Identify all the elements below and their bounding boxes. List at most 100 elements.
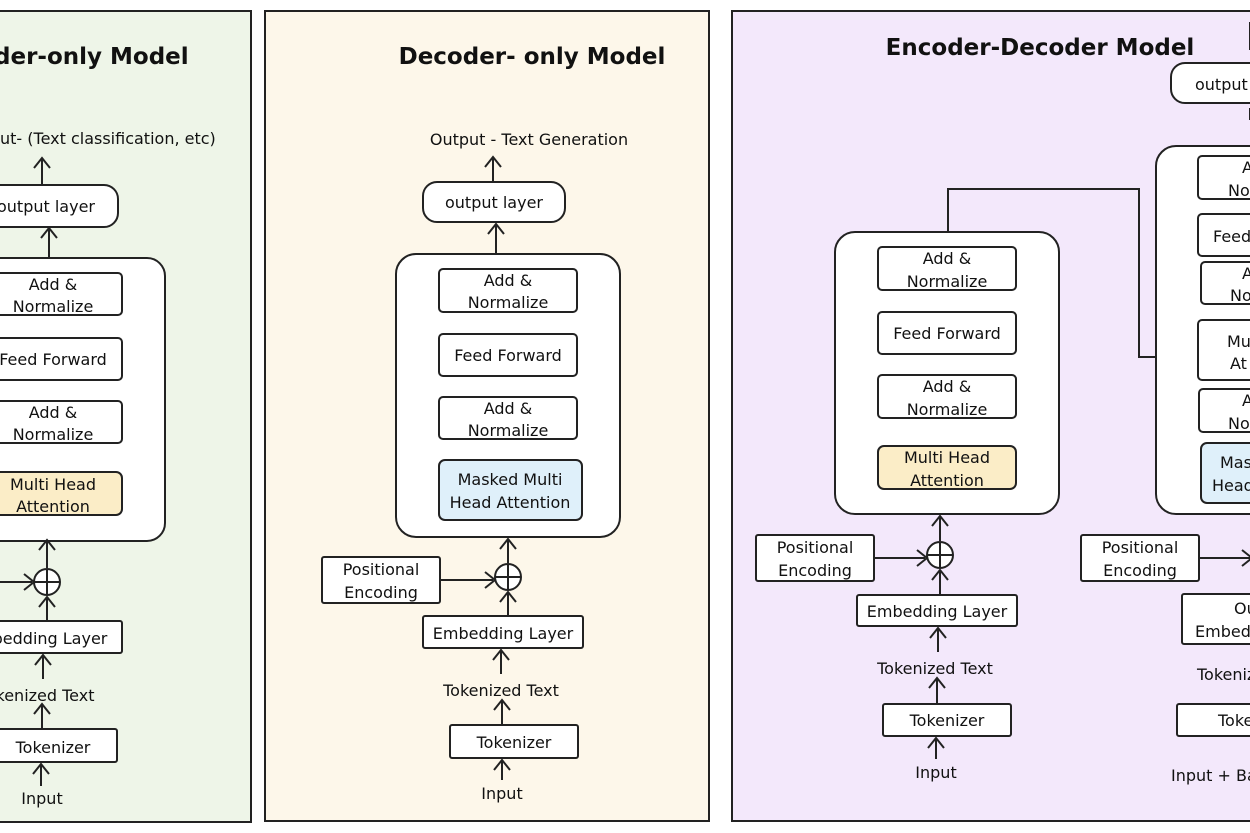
decoder-only-add-normalize-bottom bbox=[438, 396, 578, 440]
decoder-only-positional-encoding-line1: Positional bbox=[343, 560, 420, 579]
encoder-add-norm-top-line2: Normalize bbox=[907, 272, 988, 291]
decoder-add-normalize-3 bbox=[1198, 388, 1250, 433]
decoder-add-norm-1-line2: Nor bbox=[1228, 181, 1250, 200]
encoder-input: Input bbox=[915, 763, 956, 782]
decoder-only-output-layer-label: output layer bbox=[445, 193, 543, 212]
encoder-tokenized-text: Tokenized Text bbox=[876, 659, 993, 678]
decoder-output-embedding-line1: Ou bbox=[1234, 599, 1250, 618]
decoder-positional-encoding-line2: Encoding bbox=[1103, 561, 1177, 580]
decoder-only-panel: Decoder- only Model Output - Text Genera… bbox=[264, 10, 710, 822]
encoder-only-add-normalize-top bbox=[0, 272, 123, 316]
encoder-positional-encoding-line1: Positional bbox=[777, 538, 854, 557]
encoder-embedding-layer-label: Embedding Layer bbox=[867, 602, 1008, 621]
decoder-only-tokenizer bbox=[449, 724, 579, 759]
decoder-masked-attention-line2: Head bbox=[1212, 476, 1250, 495]
encoder-only-add-norm-top-line1: Add & bbox=[29, 275, 78, 294]
decoder-add-norm-1-line1: A bbox=[1242, 158, 1250, 177]
decoder-feed-forward-label: Feed bbox=[1213, 227, 1250, 246]
encoder-add-norm-bottom-line2: Normalize bbox=[907, 400, 988, 419]
encoder-positional-encoding-line2: Encoding bbox=[778, 561, 852, 580]
decoder-add-norm-2-line2: No bbox=[1230, 286, 1250, 305]
decoder-add-normalize-2 bbox=[1200, 261, 1250, 305]
encoder-decoder-output-box bbox=[1170, 62, 1250, 104]
encoder-decoder-output-label: output bbox=[1195, 75, 1248, 94]
encoder-only-add-norm-top-line2: Normalize bbox=[13, 297, 94, 316]
decoder-only-embedding-layer bbox=[422, 615, 584, 649]
encoder-only-title: der-only Model bbox=[0, 44, 189, 70]
decoder-feed-forward bbox=[1197, 213, 1250, 257]
encoder-only-input: Input bbox=[21, 789, 62, 808]
decoder-multi-head-attention bbox=[1197, 319, 1250, 381]
encoder-decoder-diagram: Encoder-Decoder Model output Add & Norma… bbox=[755, 22, 1250, 785]
decoder-masked-attention bbox=[1200, 442, 1250, 504]
decoder-add-normalize-1 bbox=[1197, 155, 1250, 200]
encoder-tokenizer-label: Tokenizer bbox=[909, 711, 985, 730]
decoder-only-add-norm-top-line1: Add & bbox=[484, 271, 533, 290]
decoder-add-norm-2-line1: A bbox=[1242, 264, 1250, 283]
encoder-only-attention-line2: Attention bbox=[16, 497, 90, 516]
encoder-only-multi-head-attention bbox=[0, 471, 123, 516]
encoder-only-attention-line1: Multi Head bbox=[10, 475, 96, 494]
decoder-multi-attention-line2: At bbox=[1230, 354, 1247, 373]
encoder-add-normalize-top bbox=[877, 246, 1017, 291]
encoder-attention-line1: Multi Head bbox=[904, 448, 990, 467]
encoder-only-output-layer-label: output layer bbox=[0, 197, 95, 216]
encoder-multi-head-attention bbox=[877, 445, 1017, 490]
decoder-only-output-layer bbox=[422, 181, 566, 223]
decoder-output-embedding-line2: Embedd bbox=[1195, 622, 1250, 641]
encoder-add-norm-top-line1: Add & bbox=[923, 249, 972, 268]
decoder-only-add-normalize-top bbox=[438, 268, 578, 313]
encoder-decoder-panel: Encoder-Decoder Model output Add & Norma… bbox=[731, 10, 1250, 822]
encoder-attention-line2: Attention bbox=[910, 471, 984, 490]
encoder-stack bbox=[834, 231, 1060, 515]
decoder-tokenizer-label: Toke bbox=[1217, 711, 1250, 730]
decoder-only-masked-attention-line1: Masked Multi bbox=[458, 470, 563, 489]
encoder-only-output-layer bbox=[0, 184, 119, 228]
decoder-only-masked-attention-line2: Head Attention bbox=[450, 493, 571, 512]
decoder-input: Input + Ba bbox=[1171, 766, 1250, 785]
encoder-feed-forward-label: Feed Forward bbox=[893, 324, 1001, 343]
encoder-only-embedding-layer-label: bedding Layer bbox=[0, 629, 108, 648]
encoder-only-add-normalize-bottom bbox=[0, 400, 123, 444]
decoder-only-masked-attention bbox=[438, 459, 583, 521]
encoder-tokenizer bbox=[882, 703, 1012, 737]
encoder-only-diagram: der-only Model ut- (Text classification,… bbox=[0, 44, 216, 808]
encoder-only-tokenizer bbox=[0, 728, 118, 763]
decoder-only-tokenizer-label: Tokenizer bbox=[476, 733, 552, 752]
encoder-add-norm-bottom-line1: Add & bbox=[923, 377, 972, 396]
encoder-only-embedding-layer bbox=[0, 620, 123, 654]
decoder-multi-attention-line1: Mu bbox=[1227, 332, 1250, 351]
decoder-only-add-norm-top-line2: Normalize bbox=[468, 293, 549, 312]
decoder-only-positional-encoding-line2: Encoding bbox=[344, 583, 418, 602]
encoder-only-panel: der-only Model ut- (Text classification,… bbox=[0, 10, 252, 823]
encoder-only-add-norm-bottom-line1: Add & bbox=[29, 403, 78, 422]
decoder-only-feed-forward bbox=[438, 333, 578, 377]
encoder-only-tokenizer-label: Tokenizer bbox=[15, 738, 91, 757]
decoder-positional-encoding-line1: Positional bbox=[1102, 538, 1179, 557]
encoder-only-feed-forward bbox=[0, 337, 123, 381]
encoder-only-tokenized-text: kenized Text bbox=[0, 686, 94, 705]
decoder-only-tokenized-text: Tokenized Text bbox=[442, 681, 559, 700]
encoder-embedding-layer bbox=[856, 594, 1018, 627]
decoder-only-embedding-layer-label: Embedding Layer bbox=[433, 624, 574, 643]
encoder-only-add-norm-bottom-line2: Normalize bbox=[13, 425, 94, 444]
decoder-only-diagram: Decoder- only Model Output - Text Genera… bbox=[321, 44, 666, 803]
decoder-add-norm-3-line2: No bbox=[1228, 414, 1250, 433]
encoder-add-normalize-bottom bbox=[877, 374, 1017, 419]
decoder-only-output-text: Output - Text Generation bbox=[430, 130, 628, 149]
decoder-only-add-norm-bottom-line2: Normalize bbox=[468, 421, 549, 440]
encoder-only-output-text: ut- (Text classification, etc) bbox=[0, 129, 216, 148]
decoder-add-norm-3-line1: A bbox=[1242, 391, 1250, 410]
decoder-only-feed-forward-label: Feed Forward bbox=[454, 346, 562, 365]
decoder-masked-attention-line1: Mas bbox=[1220, 453, 1250, 472]
decoder-only-add-norm-bottom-line1: Add & bbox=[484, 399, 533, 418]
encoder-only-stack bbox=[0, 257, 166, 542]
encoder-feed-forward bbox=[877, 311, 1017, 355]
encoder-decoder-title: Encoder-Decoder Model bbox=[886, 35, 1195, 61]
decoder-only-title: Decoder- only Model bbox=[399, 44, 666, 70]
decoder-tokenizer bbox=[1176, 703, 1250, 737]
decoder-output-embedding bbox=[1181, 593, 1250, 645]
encoder-only-feed-forward-label: Feed Forward bbox=[0, 350, 107, 369]
decoder-only-input: Input bbox=[481, 784, 522, 803]
decoder-tokenized-text: Tokeniz bbox=[1196, 665, 1250, 684]
